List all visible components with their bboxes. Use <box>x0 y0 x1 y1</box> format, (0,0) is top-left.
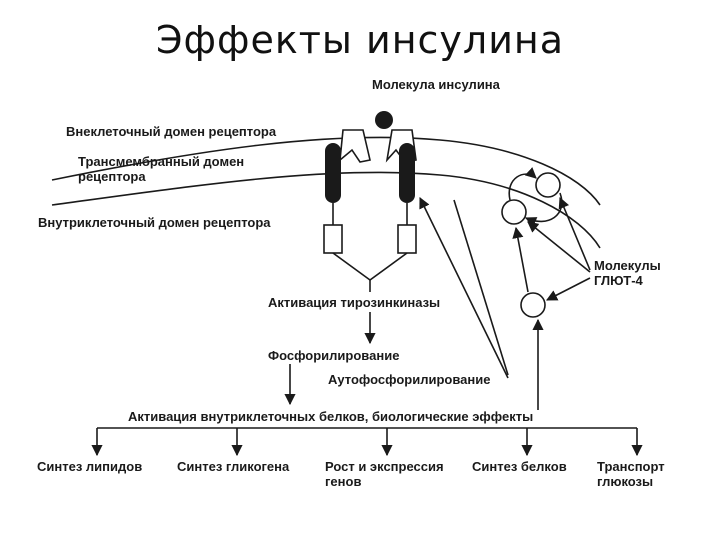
effect-line1: Синтез липидов <box>37 459 143 474</box>
label-phosphorylation: Фосфорилирование <box>268 348 400 363</box>
alpha-subunit-left <box>339 129 371 163</box>
label-autophosphorylation: Аутофосфорилирование <box>328 372 491 387</box>
label-glut4-line2: ГЛЮТ-4 <box>594 273 643 288</box>
effect-line1: Транспорт <box>597 459 665 474</box>
transmembrane-bar-left <box>325 143 341 203</box>
effect-line1: Рост и экспрессия <box>325 459 444 474</box>
label-intracellular-domain: Внутриклеточный домен рецептора <box>38 215 271 230</box>
effect-protein-synthesis: Синтез белков <box>472 459 567 474</box>
intracellular-box-left <box>323 224 343 254</box>
label-transmembrane-domain-line1: Трансмембранный домен <box>78 154 245 169</box>
effect-line2: глюкозы <box>597 474 654 489</box>
label-transmembrane-domain-line2: рецептора <box>78 169 146 184</box>
effect-growth-gene-expression: Рост и экспрессия генов <box>325 459 444 489</box>
glut4-vesicle-low <box>520 292 546 318</box>
transmembrane-bar-right <box>399 143 415 203</box>
glut4-vesicle-top <box>535 172 561 198</box>
effect-glucose-transport: Транспорт глюкозы <box>597 459 665 489</box>
label-tyrosine-kinase: Активация тирозинкиназы <box>268 295 441 310</box>
label-insulin-molecule: Молекула инсулина <box>372 77 500 92</box>
label-glut4-line1: Молекулы <box>594 258 661 273</box>
effect-glycogen-synthesis: Синтез гликогена <box>177 459 289 474</box>
insulin-molecule <box>375 111 393 129</box>
effect-line2: генов <box>325 474 362 489</box>
slide-title: Эффекты инсулина <box>155 18 565 62</box>
glut4-vesicle-mid <box>501 199 527 225</box>
effect-line1: Синтез гликогена <box>177 459 290 474</box>
effect-line1: Синтез белков <box>472 459 567 474</box>
effect-lipid-synthesis: Синтез липидов <box>37 459 142 474</box>
label-extracellular-domain: Внеклеточный домен рецептора <box>66 124 277 139</box>
label-protein-activation: Активация внутриклеточных белков, биолог… <box>128 409 534 424</box>
intracellular-box-right <box>397 224 417 254</box>
